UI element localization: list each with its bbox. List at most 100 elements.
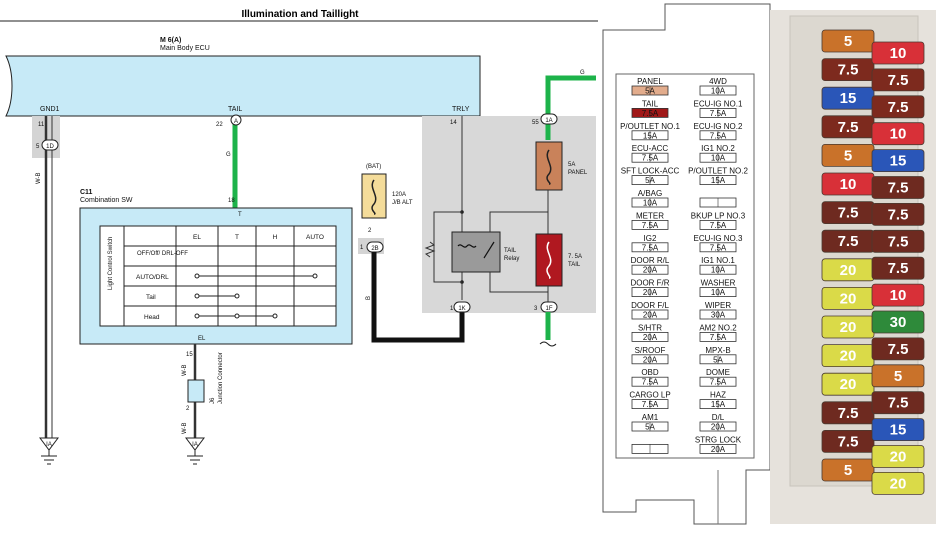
fuse-rating-0-0: 5A bbox=[645, 87, 655, 96]
relay-label2: Relay bbox=[504, 256, 519, 262]
conn-1f-label: 1F bbox=[545, 306, 552, 312]
photo-right-label-12: 5 bbox=[894, 368, 902, 385]
switch-dot7 bbox=[272, 313, 278, 319]
photo-left-label-15: 5 bbox=[844, 462, 852, 479]
pin-14: 14 bbox=[450, 120, 457, 126]
fuse-rating-2-1: 7.5A bbox=[710, 131, 727, 140]
fuse-rating-6-0: 7.5A bbox=[642, 221, 659, 230]
conn-a bbox=[230, 114, 242, 126]
switch-dot3 bbox=[194, 293, 200, 299]
jc-code: J6 bbox=[210, 397, 216, 404]
switch-side-label: Light Control Switch bbox=[108, 237, 114, 290]
wire-b-label: B bbox=[366, 296, 372, 300]
photo-right-blade-1 bbox=[871, 68, 925, 92]
switch-row-head: Head bbox=[144, 314, 160, 321]
photo-right-label-10: 30 bbox=[890, 314, 907, 331]
wire-g-top: G bbox=[580, 70, 585, 76]
photo-right-blade-16 bbox=[871, 471, 925, 495]
fuse-rating-4-0: 5A bbox=[645, 176, 655, 185]
alt-fuse-rating: 120A bbox=[392, 192, 406, 198]
fuse-rating-7-1: 7.5A bbox=[710, 243, 727, 252]
fuse-rating-12-0: 20A bbox=[643, 355, 658, 364]
alt-fuse-name: J/B ALT bbox=[392, 200, 413, 206]
pin-3: 3 bbox=[534, 306, 538, 312]
photo-right-label-16: 20 bbox=[890, 475, 907, 492]
fuse-rating-8-1: 10A bbox=[711, 266, 726, 275]
relay-out-wire bbox=[489, 272, 548, 293]
fuse-rating-1-1: 7.5A bbox=[710, 109, 727, 118]
comb-code: C11 bbox=[80, 189, 93, 196]
photo-right-label-13: 7.5 bbox=[888, 395, 909, 412]
relay-to-fuse-wire bbox=[489, 211, 548, 232]
switch-row-autodrl: AUTO/DRL bbox=[136, 274, 169, 281]
conn-2b-label: 2B bbox=[371, 246, 378, 252]
fuse-name-2-1: ECU-IG NO.2 bbox=[694, 122, 743, 131]
jc-name: Junction Connector bbox=[218, 352, 224, 404]
switch-row-off: OFF/Off/ DRL-OFF bbox=[137, 251, 188, 257]
fuse-rating-9-1: 10A bbox=[711, 288, 726, 297]
photo-right-blade-0 bbox=[871, 41, 925, 65]
ecu-pin-tail: TAIL bbox=[228, 106, 242, 113]
fuse-name-10-0: DOOR F/L bbox=[631, 301, 669, 310]
switch-header-auto: AUTO bbox=[306, 234, 324, 241]
photo-left-label-2: 15 bbox=[840, 90, 857, 107]
photo-right-blade-8 bbox=[871, 256, 925, 280]
photo-right-label-3: 10 bbox=[890, 126, 907, 143]
fuse-rating-16-1: 20A bbox=[711, 445, 726, 454]
photo-right-label-14: 15 bbox=[890, 422, 907, 439]
relay-contact bbox=[483, 241, 495, 259]
fuse-rating-2-0: 15A bbox=[643, 131, 658, 140]
photo-right-blade-2 bbox=[871, 95, 925, 119]
photo-left-label-9: 20 bbox=[840, 290, 857, 307]
tail-relay bbox=[451, 231, 501, 273]
photo-right-blade-9 bbox=[871, 283, 925, 307]
conn-a-label: A bbox=[234, 119, 238, 125]
photo-left-label-1: 7.5 bbox=[838, 62, 859, 79]
photo-right-blade-3 bbox=[871, 122, 925, 146]
fuse-name-9-1: WASHER bbox=[701, 279, 736, 288]
fuse-name-0-0: PANEL bbox=[637, 77, 663, 86]
fuse-name-7-1: ECU-IG NO.3 bbox=[694, 234, 743, 243]
pin-5: 5 bbox=[36, 144, 40, 150]
photo-left-label-13: 7.5 bbox=[838, 405, 859, 422]
photo-left-label-10: 20 bbox=[840, 319, 857, 336]
fuse-rating-0-1: 10A bbox=[711, 87, 726, 96]
panel-fuse-name: PANEL bbox=[568, 170, 588, 176]
fuse-name-1-1: ECU-IG NO.1 bbox=[694, 99, 743, 108]
relay-resistor-loop bbox=[433, 211, 462, 283]
switch-header-el: EL bbox=[193, 234, 201, 241]
fuse-rating-6-1: 7.5A bbox=[710, 221, 727, 230]
relay-label: TAIL bbox=[504, 248, 517, 254]
switch-dot bbox=[194, 273, 200, 279]
photo-right-label-1: 7.5 bbox=[888, 72, 909, 89]
photo-left-label-3: 7.5 bbox=[838, 119, 859, 136]
fuse-name-15-0: AM1 bbox=[642, 413, 659, 422]
comb-pin-18: 18 bbox=[228, 198, 235, 204]
fuse-rating-7-0: 7.5A bbox=[642, 243, 659, 252]
fuse-rating-11-1: 7.5A bbox=[710, 333, 727, 342]
conn-1a bbox=[540, 113, 558, 125]
bat-label: (BAT) bbox=[366, 164, 381, 170]
fuse-name-3-0: ECU-ACC bbox=[632, 144, 669, 153]
fuse-name-12-1: MPX-B bbox=[705, 346, 730, 355]
relay-resistor bbox=[424, 241, 436, 258]
ecu-body bbox=[5, 55, 481, 117]
ground-triangle-2 bbox=[185, 437, 205, 451]
pin-55: 55 bbox=[532, 120, 539, 126]
switch-dot2 bbox=[312, 273, 318, 279]
jc-pin-15: 15 bbox=[186, 352, 193, 358]
fuse-name-8-0: DOOR R/L bbox=[631, 256, 670, 265]
fuse-name-4-1: P/OUTLET NO.2 bbox=[688, 167, 748, 176]
fuse-rating-10-0: 20A bbox=[643, 311, 658, 320]
fuse-name-9-0: DOOR F/R bbox=[630, 279, 669, 288]
fuse-name-14-1: HAZ bbox=[710, 391, 726, 400]
wire-break bbox=[539, 341, 557, 347]
photo-right-label-11: 7.5 bbox=[888, 341, 909, 358]
photo-right-label-0: 10 bbox=[890, 45, 907, 62]
photo-left-label-11: 20 bbox=[840, 348, 857, 365]
fuse-rating-14-0: 7.5A bbox=[642, 400, 659, 409]
tail-fuse-symbol bbox=[546, 241, 552, 279]
photo-left-label-5: 10 bbox=[840, 176, 857, 193]
